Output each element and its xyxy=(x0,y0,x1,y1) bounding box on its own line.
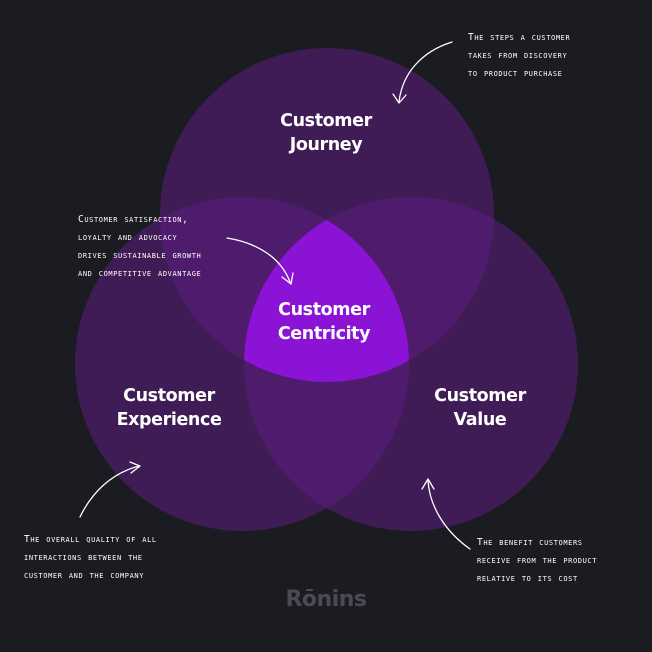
annotation-line: The benefit customers xyxy=(477,537,583,548)
label-line: Journey xyxy=(289,135,363,155)
annotation-line: customer and the company xyxy=(24,570,145,581)
label-line: Centricity xyxy=(277,324,371,344)
annotation-journey: The steps a customer takes from discover… xyxy=(468,29,570,83)
annotation-line: to product purchase xyxy=(468,68,563,79)
label-line: Customer xyxy=(434,386,526,406)
annotation-line: The overall quality of all xyxy=(24,534,157,545)
label-line: Experience xyxy=(116,410,222,430)
label-line: Customer xyxy=(280,111,372,131)
annotation-value: The benefit customers receive from the p… xyxy=(477,534,597,588)
annotation-line: The steps a customer xyxy=(468,32,571,43)
label-line: Customer xyxy=(123,386,215,406)
annotation-line: Customer satisfaction, xyxy=(78,214,189,225)
arrow-experience xyxy=(79,465,140,518)
arrow-value xyxy=(427,480,471,550)
annotation-line: takes from discovery xyxy=(468,50,568,61)
arrow-centricity xyxy=(226,237,291,283)
label-line: Customer xyxy=(278,300,370,320)
label-customer-value: Customer Value xyxy=(390,384,570,432)
annotation-experience: The overall quality of all interactions … xyxy=(24,531,157,585)
annotation-line: relative to its cost xyxy=(477,573,578,584)
annotation-line: receive from the product xyxy=(477,555,598,566)
label-customer-journey: Customer Journey xyxy=(236,109,416,157)
center-intersection xyxy=(244,197,409,382)
arrow-journey xyxy=(398,41,453,103)
annotation-line: and competitive advantage xyxy=(78,268,202,279)
annotation-line: loyalty and advocacy xyxy=(78,232,178,243)
label-customer-experience: Customer Experience xyxy=(79,384,259,432)
label-line: Value xyxy=(453,410,507,430)
annotation-line: interactions between the xyxy=(24,552,143,563)
label-customer-centricity: Customer Centricity xyxy=(234,298,414,346)
annotation-centricity: Customer satisfaction, loyalty and advoc… xyxy=(78,211,201,283)
annotation-line: drives sustainable growth xyxy=(78,250,202,261)
ronins-logo: Rōnins xyxy=(285,587,367,612)
